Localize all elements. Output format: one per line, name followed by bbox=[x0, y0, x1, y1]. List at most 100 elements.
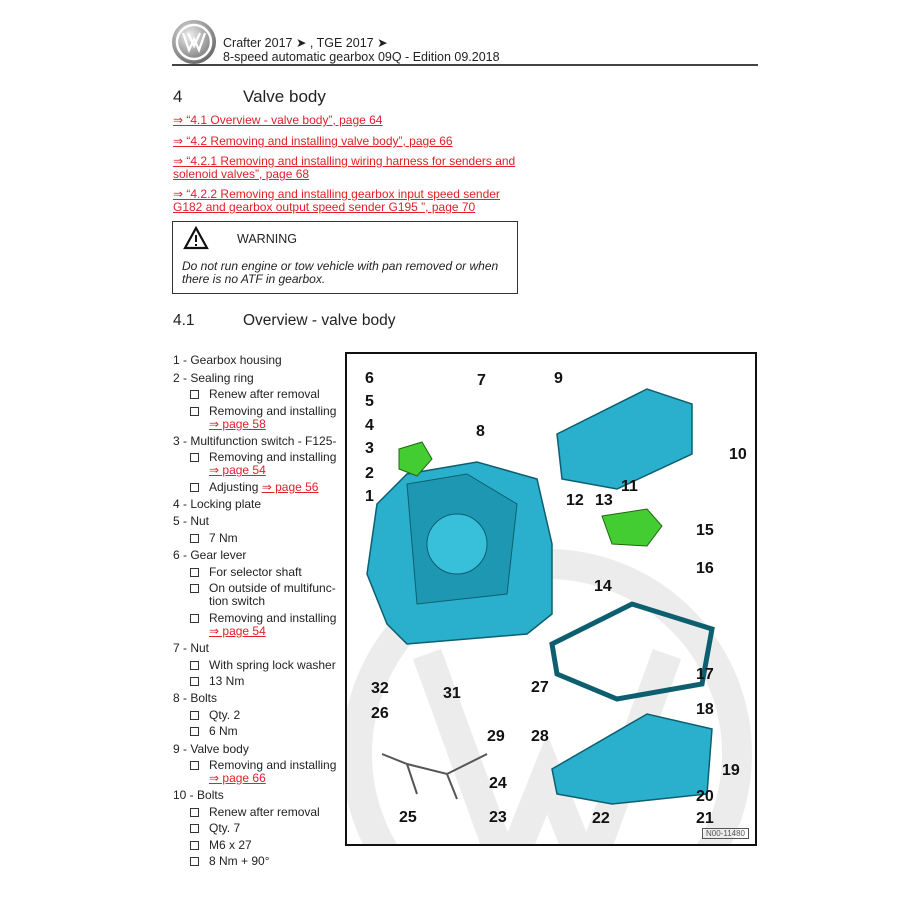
subsection-title: Overview - valve body bbox=[243, 312, 396, 329]
callout-3: 3 bbox=[365, 440, 374, 457]
legend-subitem: 8 Nm + 90° bbox=[173, 855, 345, 868]
checkbox-bullet-icon bbox=[190, 660, 199, 670]
multifunction-switch bbox=[398, 441, 433, 477]
callout-23: 23 bbox=[489, 809, 507, 826]
callout-4: 4 bbox=[365, 417, 374, 434]
figure-id: N00-11480 bbox=[702, 828, 749, 839]
legend-subitem: M6 x 27 bbox=[173, 837, 345, 852]
section-number: 4 bbox=[173, 87, 183, 106]
warning-icon bbox=[183, 226, 209, 250]
legend-subitem: Renew after removal bbox=[173, 388, 345, 401]
legend-item: 1 - Gearbox housing bbox=[173, 353, 282, 368]
callout-31: 31 bbox=[443, 685, 461, 702]
callout-32: 32 bbox=[371, 680, 389, 697]
oil-pan bbox=[551, 713, 713, 805]
legend-subitem: With spring lock washer bbox=[173, 657, 345, 672]
legend-subitem: On outside of multifunc-tion switch bbox=[173, 582, 345, 608]
legend-subitem: Removing and installing⇒ page 54 bbox=[173, 611, 345, 638]
legend-subitem-text: 13 Nm bbox=[209, 674, 245, 689]
callout-26: 26 bbox=[371, 705, 389, 722]
callout-17: 17 bbox=[696, 666, 714, 683]
legend-subitem: Adjusting ⇒ page 56 bbox=[173, 479, 345, 494]
callout-19: 19 bbox=[722, 762, 740, 779]
checkbox-bullet-icon bbox=[190, 857, 199, 867]
legend-subitem: Removing and installing⇒ page 58 bbox=[173, 403, 345, 431]
filter bbox=[601, 508, 663, 547]
callout-2: 2 bbox=[365, 465, 374, 482]
callout-1: 1 bbox=[365, 488, 374, 505]
legend-subitem-text: 8 Nm + 90° bbox=[209, 854, 270, 869]
page-link[interactable]: ⇒ page 54 bbox=[209, 463, 266, 478]
legend-subitem-text: M6 x 27 bbox=[209, 837, 252, 852]
legend-item: 5 - Nut bbox=[173, 514, 210, 529]
callout-6: 6 bbox=[365, 370, 374, 387]
link-overview[interactable]: ⇒ “4.1 Overview - valve body”, page 64 bbox=[173, 113, 383, 127]
legend-item: 2 - Sealing ring bbox=[173, 370, 254, 385]
link-wiring-harness[interactable]: ⇒ “4.2.1 Removing and installing wiring … bbox=[173, 154, 516, 181]
checkbox-bullet-icon bbox=[190, 807, 199, 817]
callout-16: 16 bbox=[696, 560, 714, 577]
legend-subitem: Qty. 2 bbox=[173, 707, 345, 722]
page-link[interactable]: ⇒ page 56 bbox=[261, 479, 319, 494]
callout-10: 10 bbox=[729, 446, 747, 463]
warning-text: Do not run engine or tow vehicle with pa… bbox=[182, 259, 499, 286]
callout-8: 8 bbox=[476, 423, 485, 440]
checkbox-bullet-icon bbox=[190, 406, 199, 416]
callout-22: 22 bbox=[592, 810, 610, 827]
callout-25: 25 bbox=[399, 809, 417, 826]
legend-item: 10 - Bolts bbox=[173, 788, 224, 803]
legend-subitem-text: Removing and installing bbox=[209, 450, 337, 465]
legend-subitem-text: Qty. 7 bbox=[209, 821, 241, 836]
callout-7: 7 bbox=[477, 372, 486, 389]
legend-item: 3 - Multifunction switch - F125- bbox=[173, 433, 337, 448]
page-link[interactable]: ⇒ page 54 bbox=[209, 623, 266, 638]
callout-24: 24 bbox=[489, 775, 507, 792]
checkbox-bullet-icon bbox=[190, 584, 199, 594]
legend-item: 9 - Valve body bbox=[173, 741, 249, 756]
warning-title: WARNING bbox=[237, 232, 297, 246]
callout-14: 14 bbox=[594, 578, 612, 595]
checkbox-bullet-icon bbox=[190, 567, 199, 577]
warning-box: WARNING Do not run engine or tow vehicle… bbox=[172, 221, 518, 294]
legend-subitem: 13 Nm bbox=[173, 675, 345, 688]
checkbox-bullet-icon bbox=[190, 677, 199, 687]
legend-subitem: Removing and installing⇒ page 54 bbox=[173, 451, 345, 477]
legend-subitem-text: Removing and installing bbox=[209, 403, 337, 418]
legend-subitem: Renew after removal bbox=[173, 804, 345, 819]
callout-9: 9 bbox=[554, 370, 563, 387]
checkbox-bullet-icon bbox=[190, 482, 199, 492]
legend-subitem-text: For selector shaft bbox=[209, 564, 302, 579]
legend-subitem-text: Renew after removal bbox=[209, 387, 320, 402]
legend-item: 8 - Bolts bbox=[173, 691, 218, 706]
callout-13: 13 bbox=[595, 492, 613, 509]
callout-15: 15 bbox=[696, 522, 714, 539]
callout-21: 21 bbox=[696, 810, 714, 827]
subsection-number: 4.1 bbox=[173, 312, 195, 329]
checkbox-bullet-icon bbox=[190, 710, 199, 720]
page-link[interactable]: ⇒ page 66 bbox=[209, 771, 266, 786]
callout-18: 18 bbox=[696, 701, 714, 718]
callout-11: 11 bbox=[621, 478, 638, 495]
checkbox-bullet-icon bbox=[190, 390, 199, 400]
legend-item: 4 - Locking plate bbox=[173, 497, 262, 512]
checkbox-bullet-icon bbox=[190, 761, 199, 771]
legend-subitem-text: With spring lock washer bbox=[209, 657, 336, 672]
callout-20: 20 bbox=[696, 788, 714, 805]
page-link[interactable]: ⇒ page 58 bbox=[209, 416, 266, 431]
legend-subitem: 7 Nm bbox=[173, 531, 345, 545]
checkbox-bullet-icon bbox=[190, 824, 199, 834]
header-divider bbox=[172, 64, 758, 66]
checkbox-bullet-icon bbox=[190, 453, 199, 463]
legend-subitem: Qty. 7 bbox=[173, 822, 345, 835]
legend-subitem-text: Qty. 2 bbox=[209, 707, 241, 722]
link-speed-senders[interactable]: ⇒ “4.2.2 Removing and installing gearbox… bbox=[173, 187, 500, 214]
legend-subitem: 6 Nm bbox=[173, 725, 345, 738]
legend-subitem-text: Renew after removal bbox=[209, 804, 320, 819]
legend-subitem: Removing and installing⇒ page 66 bbox=[173, 759, 345, 785]
link-removing-valve-body[interactable]: ⇒ “4.2 Removing and installing valve bod… bbox=[173, 134, 453, 148]
header-manual-title: 8-speed automatic gearbox 09Q - Edition … bbox=[223, 50, 500, 64]
checkbox-bullet-icon bbox=[190, 840, 199, 850]
